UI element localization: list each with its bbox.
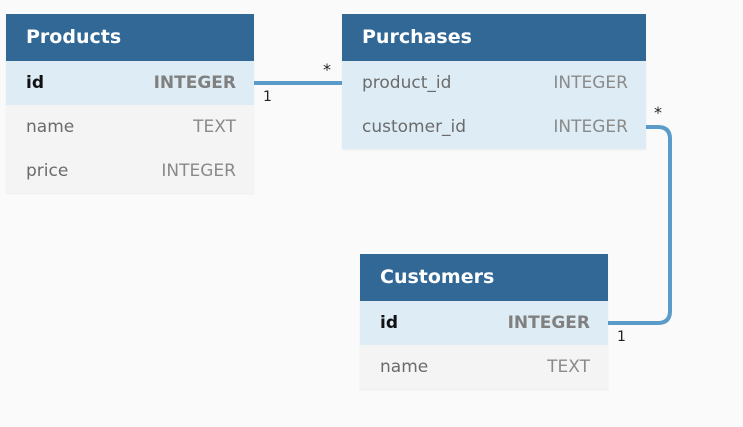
table-customers[interactable]: Customers id INTEGER name TEXT xyxy=(360,254,608,389)
column-name: name xyxy=(380,357,429,377)
connector-customers-purchases xyxy=(608,125,672,325)
cardinality-many-label: * xyxy=(323,60,331,79)
column-type: INTEGER xyxy=(161,161,236,181)
table-row[interactable]: price INTEGER xyxy=(6,149,254,193)
table-row[interactable]: product_id INTEGER xyxy=(342,61,646,105)
column-type: INTEGER xyxy=(553,117,628,137)
column-type: INTEGER xyxy=(153,73,236,93)
cardinality-many-label: * xyxy=(654,103,662,122)
column-type: INTEGER xyxy=(553,73,628,93)
column-name: price xyxy=(26,161,69,181)
table-purchases[interactable]: Purchases product_id INTEGER customer_id… xyxy=(342,14,646,149)
table-title: Purchases xyxy=(342,14,646,61)
table-row[interactable]: id INTEGER xyxy=(360,301,608,345)
column-name: product_id xyxy=(362,73,452,93)
table-row[interactable]: customer_id INTEGER xyxy=(342,105,646,149)
table-title: Products xyxy=(6,14,254,61)
table-products[interactable]: Products id INTEGER name TEXT price INTE… xyxy=(6,14,254,193)
table-row[interactable]: name TEXT xyxy=(6,105,254,149)
column-name: name xyxy=(26,117,75,137)
table-row[interactable]: id INTEGER xyxy=(6,61,254,105)
cardinality-one-label: 1 xyxy=(617,329,626,345)
column-type: INTEGER xyxy=(507,313,590,333)
cardinality-one-label: 1 xyxy=(263,89,272,105)
column-type: TEXT xyxy=(193,117,236,137)
table-row[interactable]: name TEXT xyxy=(360,345,608,389)
column-name: id xyxy=(380,313,398,333)
column-type: TEXT xyxy=(547,357,590,377)
table-title: Customers xyxy=(360,254,608,301)
column-name: id xyxy=(26,73,44,93)
column-name: customer_id xyxy=(362,117,467,137)
